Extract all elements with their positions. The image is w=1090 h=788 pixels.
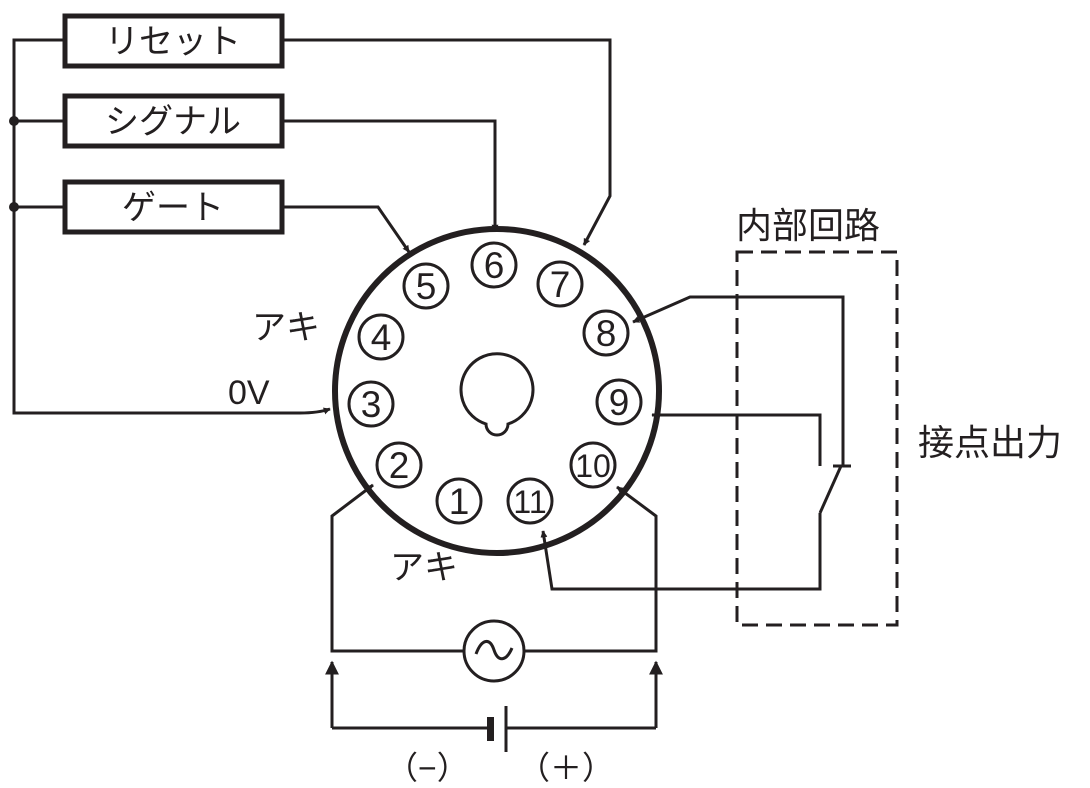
ac-source-icon: [462, 619, 526, 683]
contact-output-label: 接点出力: [918, 422, 1062, 463]
junction-dot: [9, 202, 19, 212]
minus-terminal-label: （−）: [386, 750, 469, 786]
pin-7: 7: [536, 260, 584, 308]
switch-contact-icon: [818, 464, 851, 514]
socket-center-key: [459, 352, 535, 437]
svg-text:6: 6: [484, 245, 505, 286]
pin-10: 10: [569, 441, 617, 489]
wire-contact-to-pin11: [540, 513, 822, 591]
input-reset-label: リセット: [105, 23, 241, 61]
internal-circuit-box: [735, 250, 899, 627]
wire-signal-to-pin6: [282, 119, 499, 232]
internal-circuit-label: 内部回路: [736, 205, 880, 246]
svg-text:11: 11: [513, 484, 546, 520]
svg-text:3: 3: [361, 384, 382, 425]
svg-text:5: 5: [416, 266, 437, 307]
wire-gate-to-pin5: [282, 205, 411, 253]
socket-11pin: 1 2 3 4 5 6 7 8: [332, 226, 662, 556]
battery-icon: [487, 706, 508, 752]
pin-4: 4: [357, 313, 405, 361]
pin-3: 3: [347, 380, 395, 428]
pin-9: 9: [595, 378, 643, 426]
input-gate-label: ゲート: [122, 189, 224, 227]
pin-11: 11: [506, 477, 554, 525]
pin-2: 2: [375, 441, 423, 489]
svg-text:4: 4: [371, 317, 392, 358]
svg-text:1: 1: [449, 481, 470, 522]
junction-dot: [9, 116, 19, 126]
wire-supply-to-pin10: [524, 485, 658, 653]
input-signal-label: シグナル: [105, 103, 241, 141]
svg-text:7: 7: [550, 264, 571, 305]
wire-contact-to-pin9: [651, 411, 822, 466]
socket-outline: [332, 226, 662, 556]
svg-text:10: 10: [575, 448, 611, 484]
svg-text:2: 2: [389, 445, 410, 486]
common-bus: [9, 38, 331, 415]
pin-6: 6: [470, 241, 518, 289]
wire-contact-to-pin8: [632, 295, 845, 466]
unused-pin4-label: アキ: [252, 309, 320, 347]
wire-reset-to-pin7: [282, 38, 612, 246]
unused-pin1-label: アキ: [390, 549, 458, 587]
input-signal-box: シグナル: [62, 93, 285, 149]
pin-1: 1: [435, 477, 483, 525]
pin-5: 5: [402, 262, 450, 310]
wire-0v-to-pin3: [12, 38, 331, 415]
svg-text:9: 9: [609, 382, 630, 423]
input-reset-box: リセット: [62, 13, 285, 69]
zero-volt-label: 0V: [228, 374, 270, 412]
plus-terminal-label: （＋）: [518, 750, 614, 786]
svg-text:8: 8: [596, 313, 617, 354]
pin-8: 8: [582, 309, 630, 357]
input-gate-box: ゲート: [62, 179, 285, 235]
wire-supply-to-pin2: [330, 483, 464, 653]
